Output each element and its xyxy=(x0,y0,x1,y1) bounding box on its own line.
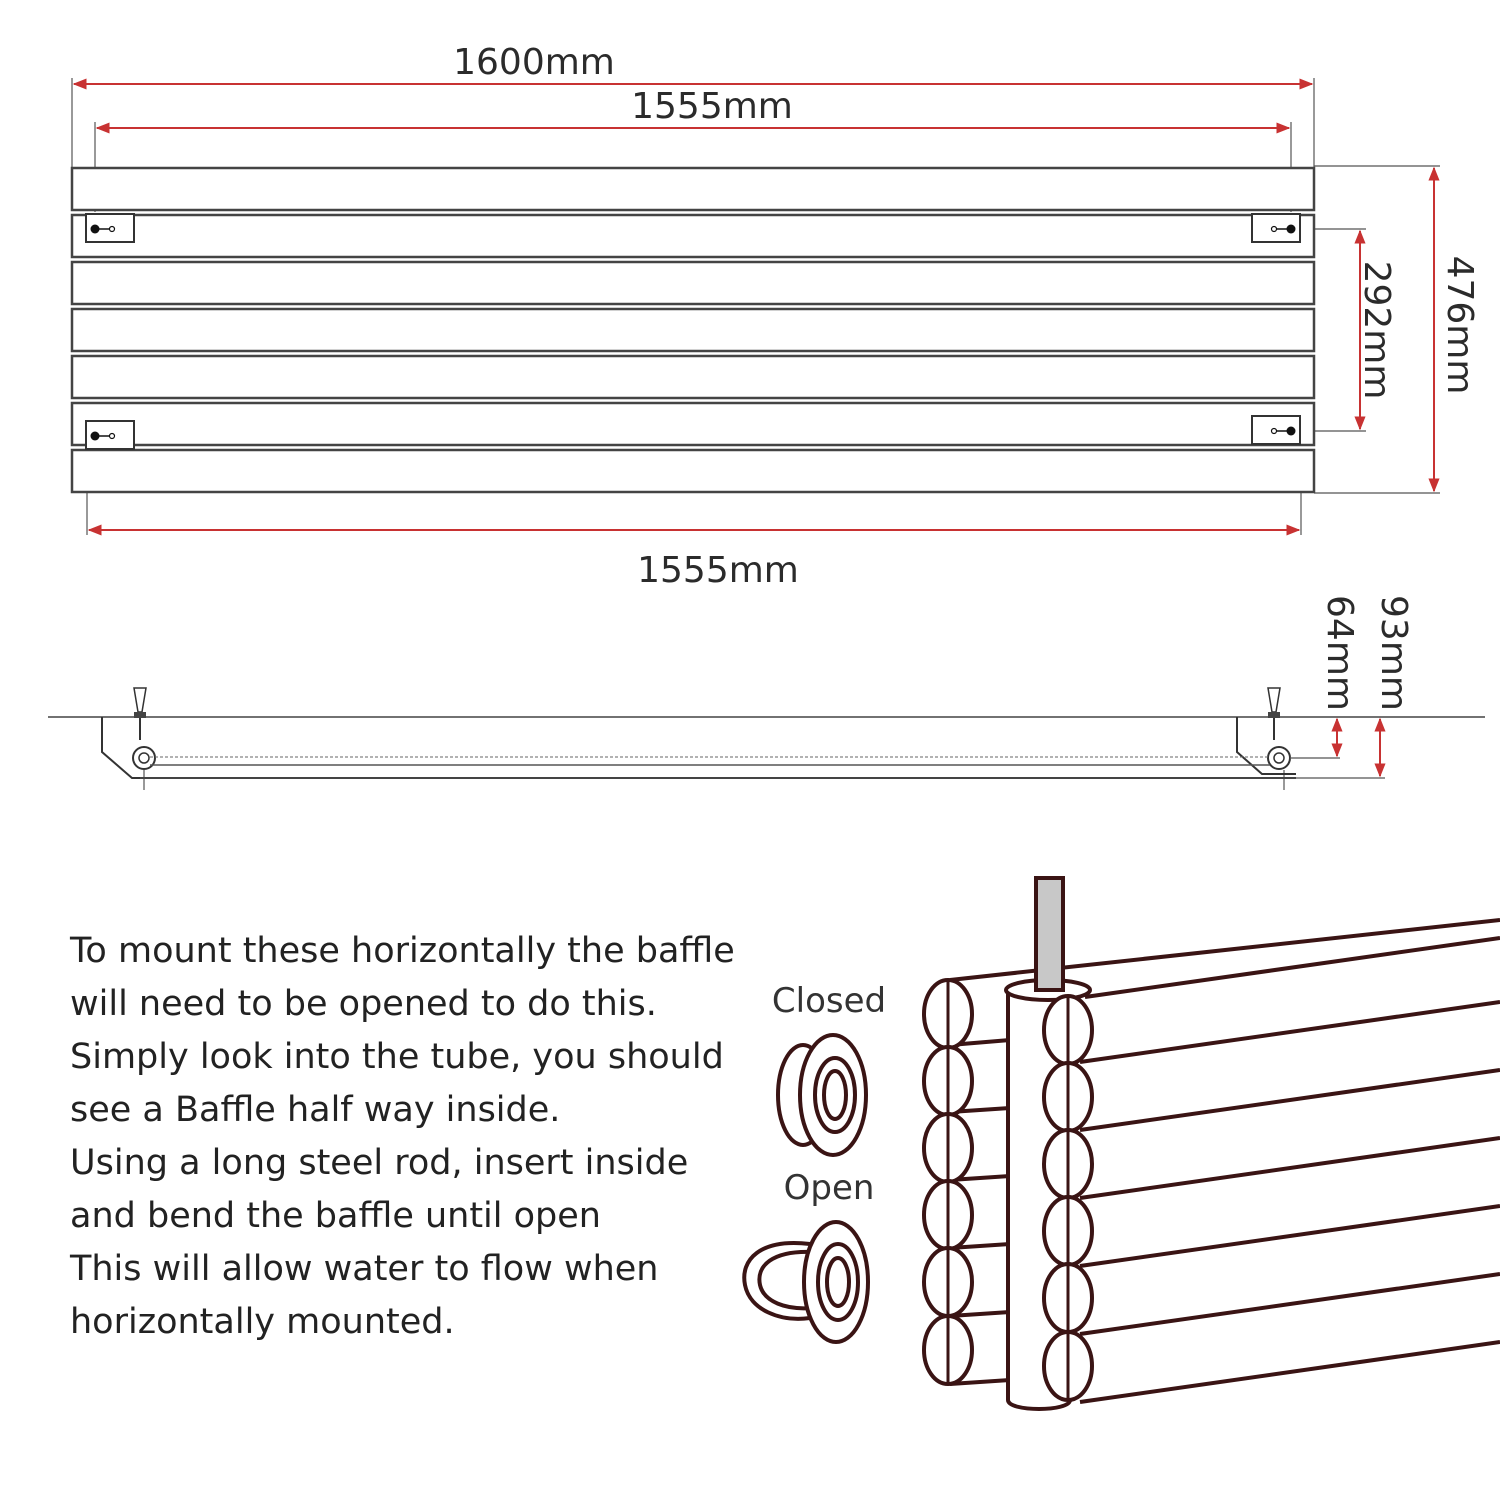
radiator-tubes xyxy=(70,166,1316,494)
wall-bracket-top-left xyxy=(85,213,135,243)
mounting-instructions: To mount these horizontally the baffle w… xyxy=(70,925,750,1349)
tube-width-label: 1555mm xyxy=(631,86,793,127)
side-view: 64mm 93mm xyxy=(48,595,1485,790)
closed-baffle-icon xyxy=(776,1033,868,1157)
bracket-spacing-label: 292mm xyxy=(1356,261,1397,400)
wall-bracket-bottom-left xyxy=(85,420,135,450)
bottom-width-label: 1555mm xyxy=(637,550,799,591)
instruction-paragraph-3: This will allow water to flow when horiz… xyxy=(70,1249,659,1342)
overall-width-label: 1600mm xyxy=(453,42,615,83)
open-baffle-icon xyxy=(742,1220,870,1344)
instruction-paragraph-2: Using a long steel rod, insert inside an… xyxy=(70,1143,689,1236)
closed-label: Closed xyxy=(772,981,886,1021)
wall-bracket-bottom-right xyxy=(1251,415,1301,445)
baffle-illustration: Closed Open xyxy=(742,876,1500,1411)
overall-height-label: 476mm xyxy=(1439,256,1480,395)
instruction-paragraph-1: To mount these horizontally the baffle w… xyxy=(70,931,735,1130)
pipe-centre-depth-label: 64mm xyxy=(1319,595,1360,711)
open-label: Open xyxy=(784,1168,875,1208)
wall-bracket-top-right xyxy=(1251,213,1301,243)
front-view: 1600mm 1555mm 1555mm 292mm 476mm xyxy=(70,42,1480,591)
tube-stack-drawing xyxy=(922,876,1500,1411)
steel-rod xyxy=(1034,876,1065,992)
overall-depth-label: 93mm xyxy=(1373,595,1414,711)
